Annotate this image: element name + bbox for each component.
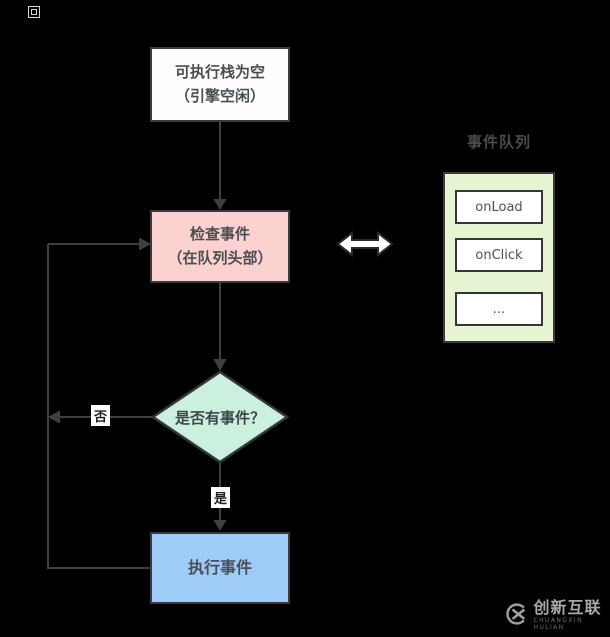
event-queue-title: 事件队列: [466, 133, 531, 151]
arrowhead-into-check-left: [139, 237, 151, 251]
corner-glyph-inner: [31, 9, 37, 15]
queue-item-onclick: onClick: [455, 238, 543, 272]
node-execute-event: 执行事件: [150, 532, 290, 604]
arrowhead-no-branch-left: [48, 410, 60, 424]
corner-glyph-icon: [28, 6, 40, 18]
loop-line-left: [47, 244, 150, 569]
queue-item-onload: onLoad: [455, 190, 543, 224]
brand-name: 创新互联: [533, 598, 602, 617]
brand-logo-icon: [506, 603, 526, 625]
decision-diamond: [150, 370, 290, 464]
node-execute-event-label: 执行事件: [187, 557, 252, 577]
node-has-event-label: 是否有事件？: [174, 408, 265, 427]
queue-item-ellipsis: ...: [455, 292, 543, 326]
arrowhead-into-execute: [213, 520, 227, 531]
edge-label-yes: 是: [211, 487, 230, 508]
node-check-event: 检查事件 （在队列头部）: [150, 210, 290, 283]
brand-text-block: 创新互联 CHUANGXIN HULIAN: [534, 598, 606, 631]
arrowhead-into-check-top: [213, 199, 227, 210]
edge-label-no: 否: [91, 405, 110, 426]
node-check-event-line2: （在队列头部）: [167, 248, 273, 267]
event-queue-box: onLoad onClick ...: [443, 172, 555, 343]
node-stack-empty-line1: 可执行栈为空: [174, 63, 265, 82]
double-arrow-icon: [336, 230, 394, 258]
node-stack-empty: 可执行栈为空 （引擎空闲）: [150, 47, 290, 122]
arrowhead-into-decision: [213, 359, 227, 371]
brand-watermark: 创新互联 CHUANGXIN HULIAN: [506, 598, 606, 631]
brand-tagline: CHUANGXIN HULIAN: [533, 617, 583, 631]
node-check-event-line1: 检查事件: [189, 225, 250, 244]
node-stack-empty-line2: （引擎空闲）: [174, 86, 265, 105]
